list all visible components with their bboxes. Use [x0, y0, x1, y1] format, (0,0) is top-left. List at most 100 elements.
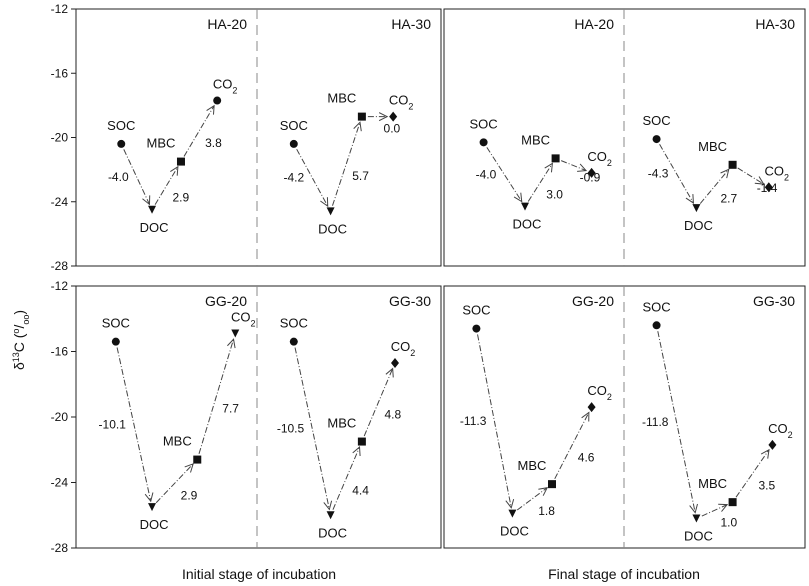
node-label: SOC — [280, 316, 308, 331]
flow-value: 4.8 — [384, 407, 401, 421]
arrow-head — [720, 168, 730, 179]
flow-arrow — [363, 368, 394, 437]
node-label: CO2 — [587, 149, 612, 168]
flow-value: -4.0 — [476, 167, 497, 181]
node-label: DOC — [318, 525, 347, 540]
flow-arrow — [123, 149, 150, 205]
y-axis-label: δ13C (o/oo) — [11, 310, 31, 370]
node-label: MBC — [147, 136, 176, 151]
flow-arrow — [701, 504, 728, 517]
y-tick-label: -12 — [51, 279, 69, 293]
data-point — [692, 514, 701, 523]
flow-value: -0.9 — [580, 171, 601, 185]
y-tick-label: -24 — [51, 476, 69, 490]
flow-value: 2.9 — [181, 488, 198, 502]
y-tick-label: -24 — [51, 195, 69, 209]
flow-value: -11.3 — [460, 414, 487, 428]
panel-title: GG-20 — [205, 293, 247, 309]
flow-value: 3.8 — [205, 136, 222, 150]
data-point — [117, 139, 126, 148]
arrow-head — [385, 367, 394, 378]
flow-arrow — [699, 169, 730, 204]
data-point — [521, 202, 529, 211]
y-tick-label: -12 — [51, 2, 69, 16]
flow-value: 4.4 — [352, 483, 369, 497]
flow-arrow — [560, 160, 587, 172]
flow-value: -10.5 — [277, 421, 305, 435]
arrow-head — [353, 121, 362, 132]
node-label: SOC — [102, 316, 130, 331]
node-label: SOC — [462, 303, 490, 318]
data-point — [652, 321, 661, 330]
data-point — [389, 111, 398, 122]
node-label: CO2 — [389, 93, 414, 112]
panel-title: HA-30 — [391, 16, 431, 32]
node-label: MBC — [698, 139, 727, 154]
flow-arrow — [527, 163, 553, 202]
node-label: CO2 — [587, 383, 612, 402]
y-tick-label: -16 — [51, 66, 69, 80]
panel-title: HA-20 — [207, 16, 247, 32]
flow-arrow — [554, 412, 590, 480]
node-label: CO2 — [391, 339, 416, 358]
node-label: DOC — [140, 517, 169, 532]
arrow-head — [689, 503, 698, 514]
arrow-head — [170, 165, 179, 176]
flow-value: -4.2 — [284, 171, 305, 185]
chart-panel: HA-30-4.32.7-1.4SOCDOCMBCCO2 — [642, 16, 795, 233]
arrow-head — [718, 503, 729, 512]
data-point — [391, 357, 399, 368]
data-point — [728, 160, 737, 169]
flow-arrow — [294, 347, 330, 510]
data-point — [148, 503, 157, 512]
data-point — [357, 437, 366, 446]
flow-value: 2.7 — [721, 191, 738, 205]
arrow-head — [352, 446, 361, 457]
flow-arrow — [657, 331, 696, 513]
flow-arrow — [183, 105, 215, 157]
node-label: MBC — [327, 91, 356, 106]
data-point — [231, 329, 240, 338]
data-point — [652, 135, 661, 144]
data-point — [764, 182, 773, 193]
flow-value: 4.6 — [578, 451, 595, 465]
data-point — [148, 205, 157, 214]
data-point — [326, 511, 335, 520]
data-point — [768, 439, 777, 450]
flow-value: 1.0 — [721, 515, 738, 529]
y-tick-label: -20 — [51, 410, 69, 424]
flow-value: 5.7 — [352, 169, 369, 183]
data-point — [548, 480, 556, 489]
data-point — [357, 112, 366, 121]
flow-value: 3.5 — [759, 478, 776, 492]
arrow-head — [206, 104, 215, 115]
panel-title: GG-30 — [753, 293, 795, 309]
data-point — [289, 337, 298, 346]
panel-title: GG-30 — [389, 293, 431, 309]
y-tick-label: -28 — [51, 259, 69, 273]
data-point — [472, 324, 481, 333]
node-label: DOC — [684, 218, 713, 233]
flow-value: 3.0 — [546, 187, 563, 201]
data-point — [479, 138, 488, 147]
data-point — [587, 167, 596, 178]
node-label: SOC — [470, 116, 498, 131]
node-label: MBC — [518, 458, 547, 473]
data-point — [587, 402, 596, 413]
flow-arrow — [332, 122, 361, 206]
flow-arrow — [737, 167, 764, 185]
flow-value: 2.9 — [173, 191, 190, 205]
arrow-head — [142, 195, 151, 206]
arrow-head — [538, 487, 549, 496]
flow-value: -10.1 — [99, 417, 127, 431]
arrow-head — [184, 463, 194, 473]
data-point — [692, 204, 701, 213]
panel-title: GG-20 — [572, 293, 614, 309]
